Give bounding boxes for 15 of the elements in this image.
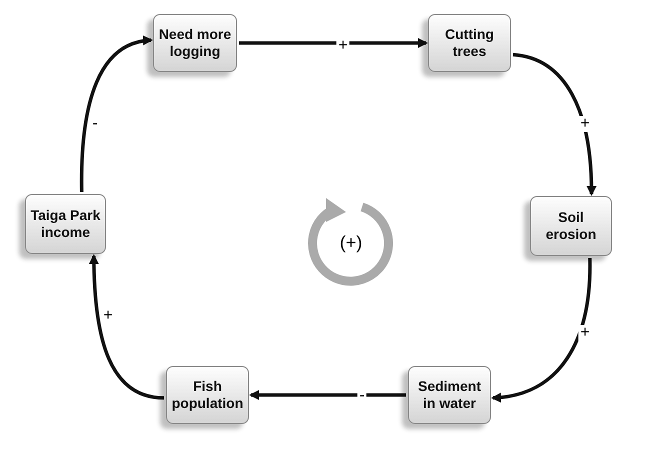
process-box: Soil erosion — [530, 196, 612, 256]
arrow — [89, 254, 164, 400]
process-box: Cutting trees — [428, 14, 511, 72]
arrow — [80, 36, 153, 192]
arrow — [512, 52, 596, 196]
process-box: Taiga Park income — [25, 194, 106, 254]
edge-label: + — [578, 116, 592, 132]
arrow — [491, 258, 592, 402]
loop-label: (+) — [340, 232, 362, 254]
process-box: Need more logging — [153, 14, 237, 72]
edge-label: + — [578, 325, 592, 341]
arrow — [239, 38, 428, 48]
process-box: Sediment in water — [408, 366, 491, 424]
arrow — [249, 390, 406, 400]
process-box: Fish population — [166, 366, 249, 424]
